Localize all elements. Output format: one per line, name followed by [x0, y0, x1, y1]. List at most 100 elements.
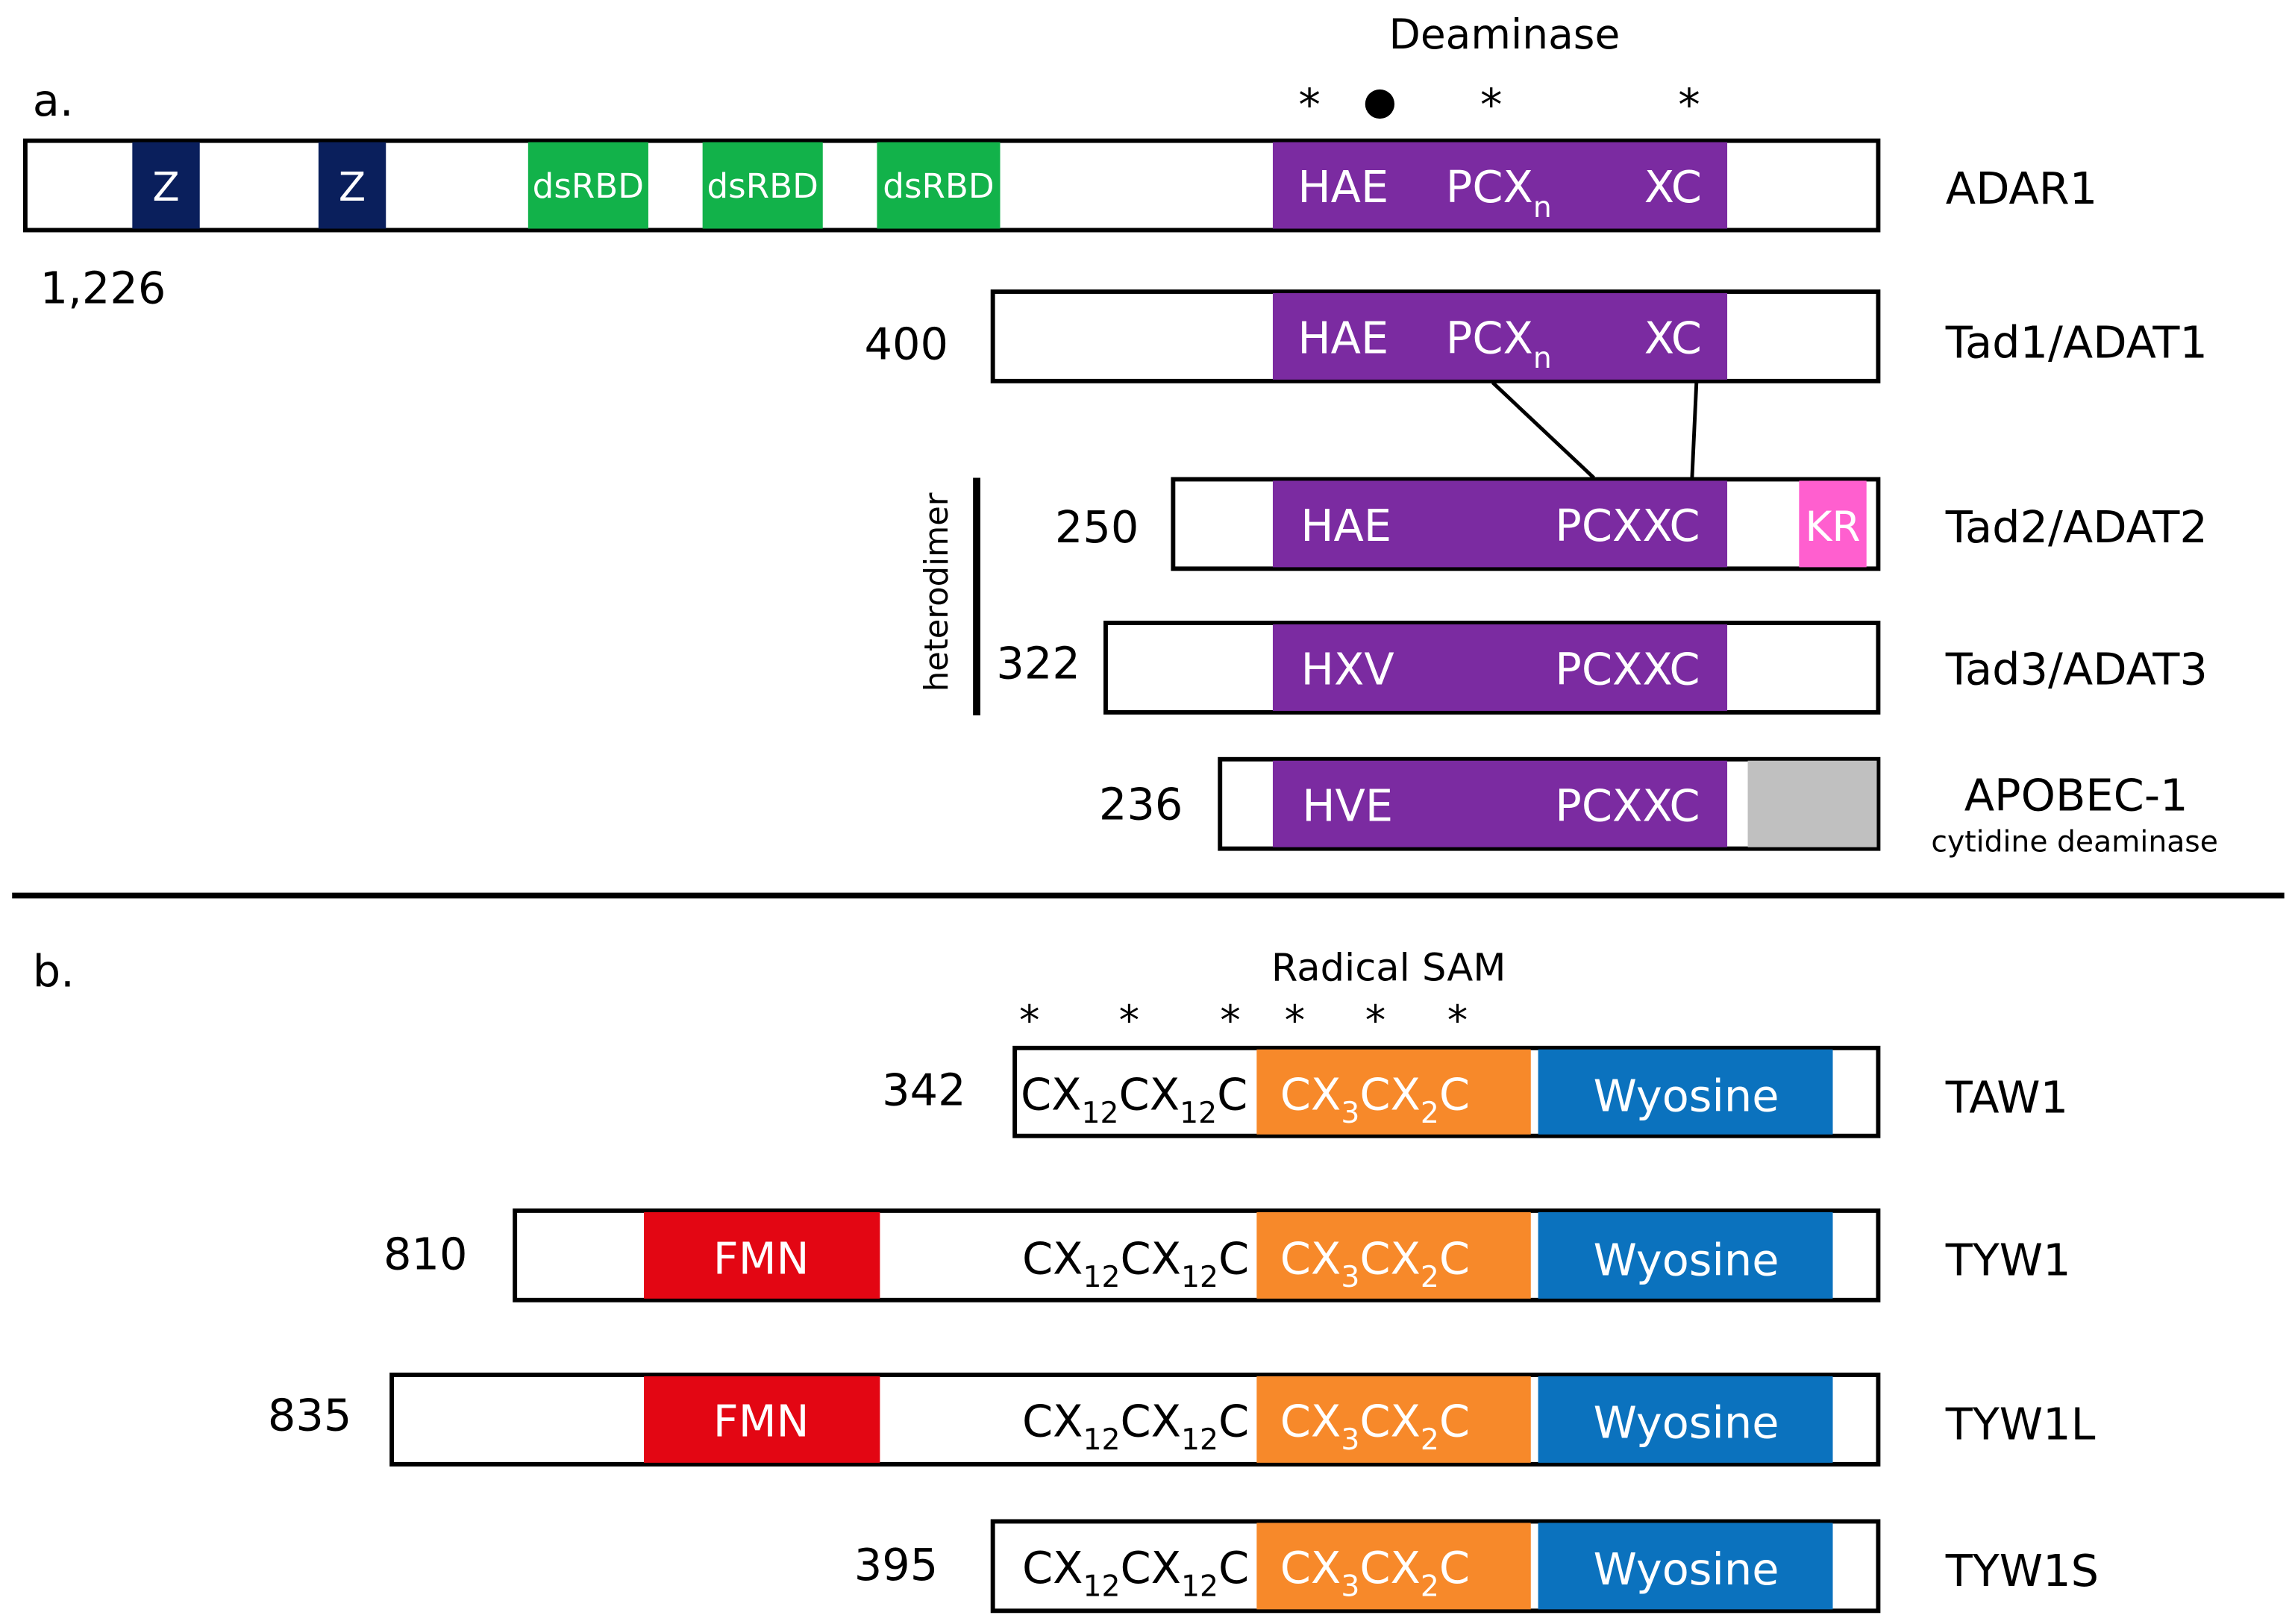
z-domain — [132, 142, 200, 229]
cysteine-marker: * — [1119, 997, 1140, 1044]
cx12cx12c-motif: CX12CX12C — [1022, 1542, 1249, 1604]
pcxxc-motif: PCXXC — [1555, 644, 1700, 695]
z-domain — [318, 142, 386, 229]
protein-name: TYW1S — [1945, 1545, 2099, 1596]
cx3cx2c-motif: CX3CX2C — [1280, 1068, 1470, 1130]
fmn-label: FMN — [713, 1232, 810, 1284]
wyosine-label: Wyosine — [1594, 1396, 1779, 1448]
deaminase-domain — [1272, 292, 1728, 380]
hae-motif: HAE — [1300, 500, 1391, 551]
deaminase-domain — [1272, 480, 1728, 568]
fmn-domain — [644, 1211, 880, 1299]
connector-line — [1690, 382, 1699, 478]
c-terminal-domain — [1747, 760, 1877, 847]
catalytic-marker: * — [1678, 79, 1700, 131]
dsrbd-domain-label: dsRBD — [533, 166, 644, 206]
wyosine-domain — [1538, 1049, 1833, 1135]
pcxn-motif: PCXn — [1446, 161, 1552, 225]
cx12cx12c-motif: CX12CX12C — [1021, 1068, 1247, 1130]
cx12cx12c-motif: CX12CX12C — [1022, 1396, 1249, 1458]
cysteine-marker: * — [1019, 997, 1040, 1044]
dsrbd-domain — [877, 142, 1001, 229]
cx3cx2c-motif: CX3CX2C — [1280, 1542, 1470, 1604]
wyosine-label: Wyosine — [1594, 1070, 1779, 1121]
pcxxc-motif: PCXXC — [1555, 780, 1700, 831]
kr-domain-label: KR — [1805, 503, 1860, 551]
protein-length: 400 — [865, 318, 949, 369]
protein-apobec1: HVE PCXXC 236 APOBEC-1 cytidine deaminas… — [1099, 756, 2218, 859]
pcxn-motif: PCXn — [1446, 313, 1552, 376]
wyosine-label: Wyosine — [1594, 1234, 1779, 1285]
cysteine-marker: * — [1285, 997, 1306, 1044]
protein-name: TYW1 — [1945, 1234, 2071, 1285]
cx3cx2c-motif: CX3CX2C — [1280, 1232, 1470, 1294]
protein-name: Tad3/ADAT3 — [1945, 644, 2208, 695]
kr-domain — [1799, 480, 1867, 568]
deaminase-label: Deaminase — [1388, 10, 1620, 58]
protein-tad1-adat1: HAE PCXn XC 400 Tad1/ADAT1 — [865, 289, 2208, 383]
wyosine-domain — [1538, 1523, 1833, 1610]
wyosine-label: Wyosine — [1594, 1543, 1779, 1595]
protein-taw1: CX12CX12C CX3CX2C Wyosine 342 TAW1 — [882, 1045, 2068, 1138]
protein-tyw1: FMN CX12CX12C CX3CX2C Wyosine 810 TYW1 — [383, 1208, 2071, 1302]
protein-tyw1l: FMN CX12CX12C CX3CX2C Wyosine 835 TYW1L — [268, 1373, 2096, 1467]
radical-sam-domain — [1256, 1523, 1531, 1610]
dsrbd-domain — [702, 142, 823, 229]
protein-tad3-adat3: HXV PCXXC 322 Tad3/ADAT3 — [996, 621, 2208, 715]
hve-motif: HVE — [1302, 780, 1393, 831]
dsrbd-domain-label: dsRBD — [883, 166, 994, 206]
fmn-domain — [644, 1376, 880, 1463]
protein-length: 322 — [996, 638, 1080, 689]
wyosine-domain — [1538, 1376, 1833, 1463]
pcxxc-motif: PCXXC — [1555, 500, 1700, 551]
zinc-marker — [1365, 89, 1395, 119]
protein-name: TYW1L — [1945, 1398, 2096, 1449]
deaminase-domain — [1272, 760, 1728, 847]
protein-length: 250 — [1055, 501, 1139, 553]
protein-name: ADAR1 — [1946, 163, 2097, 214]
radical-sam-domain — [1256, 1211, 1531, 1299]
protein-subname: cytidine deaminase — [1931, 826, 2218, 859]
deaminase-domain — [1272, 624, 1728, 711]
cysteine-marker: * — [1220, 997, 1241, 1044]
protein-length: 810 — [383, 1229, 468, 1280]
protein-tyw1s: CX12CX12C CX3CX2C Wyosine 395 TYW1S — [854, 1519, 2099, 1614]
protein-name: Tad1/ADAT1 — [1945, 316, 2208, 368]
protein-name: APOBEC-1 — [1964, 770, 2188, 821]
catalytic-marker: * — [1298, 79, 1320, 131]
z-domain-label: Z — [339, 164, 366, 210]
cx3cx2c-motif: CX3CX2C — [1280, 1396, 1470, 1458]
panel-a-label: a. — [33, 75, 74, 126]
hae-motif: HAE — [1297, 313, 1388, 364]
radical-sam-domain — [1256, 1376, 1531, 1463]
protein-length: 1,226 — [40, 263, 166, 314]
radical-sam-label: Radical SAM — [1271, 946, 1506, 990]
protein-length: 342 — [882, 1064, 965, 1115]
dsrbd-domain-label: dsRBD — [707, 166, 818, 206]
heterodimer-label: heterodimer — [918, 492, 956, 692]
hae-motif: HAE — [1297, 161, 1388, 213]
xc-motif: XC — [1644, 313, 1702, 364]
protein-adar1: Z Z dsRBD dsRBD dsRBD HAE PCXn XC 1,226 … — [22, 138, 2097, 314]
protein-length: 236 — [1099, 778, 1183, 830]
radical-sam-domain — [1256, 1049, 1531, 1135]
fmn-label: FMN — [713, 1396, 810, 1447]
protein-name: Tad2/ADAT2 — [1945, 501, 2208, 553]
cysteine-marker: * — [1365, 997, 1386, 1044]
deaminase-domain — [1272, 142, 1728, 229]
protein-name: TAW1 — [1945, 1071, 2068, 1123]
dsrbd-domain — [527, 142, 648, 229]
protein-length: 395 — [854, 1539, 939, 1590]
catalytic-marker: * — [1480, 79, 1502, 131]
hxv-motif: HXV — [1301, 644, 1394, 695]
panel-b-label: b. — [33, 945, 75, 997]
protein-tad2-adat2: HAE PCXXC KR 250 Tad2/ADAT2 — [1055, 477, 2208, 571]
wyosine-domain — [1538, 1211, 1833, 1299]
protein-length: 835 — [268, 1390, 352, 1441]
cx12cx12c-motif: CX12CX12C — [1022, 1232, 1249, 1294]
xc-motif: XC — [1644, 161, 1702, 213]
z-domain-label: Z — [152, 164, 179, 210]
connector-line — [1491, 381, 1595, 480]
cysteine-marker: * — [1447, 997, 1468, 1044]
